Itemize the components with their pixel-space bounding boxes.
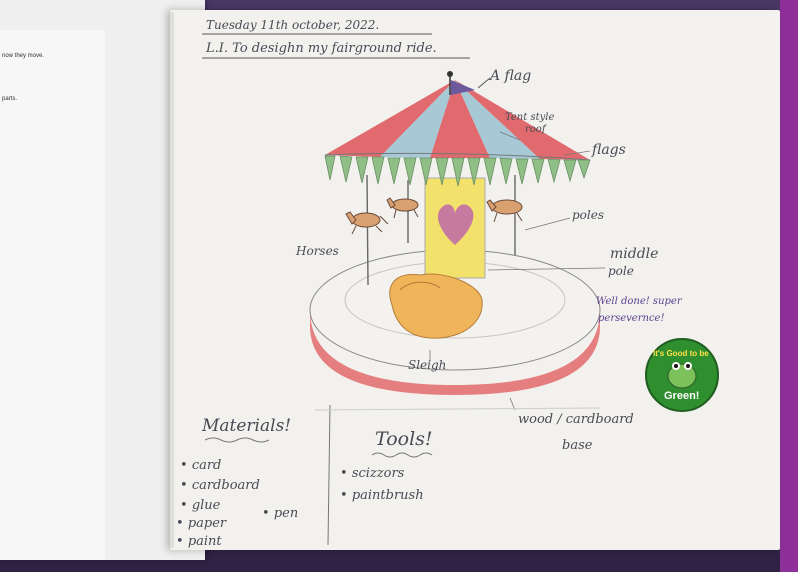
materials-heading: Materials! bbox=[202, 416, 291, 436]
materials-tools-divider bbox=[328, 405, 330, 545]
materials-item-1: • card bbox=[180, 458, 221, 473]
poles-label-line bbox=[525, 218, 570, 230]
label-base-2: base bbox=[562, 438, 592, 453]
materials-item-5: • paint bbox=[176, 534, 222, 549]
label-flags: flags bbox=[592, 142, 626, 158]
objective-text: L.I. To desighn my fairground ride. bbox=[206, 41, 437, 56]
materials-extra: • pen bbox=[262, 506, 298, 521]
bunting-flags bbox=[325, 156, 590, 186]
materials-item-2: • cardboard bbox=[180, 478, 260, 493]
label-pole: pole bbox=[608, 264, 634, 278]
label-middle: middle bbox=[610, 246, 658, 262]
tools-item-1: • scizzors bbox=[340, 466, 404, 481]
date-text: Tuesday 11th october, 2022. bbox=[206, 18, 379, 32]
flag-knob bbox=[447, 71, 453, 77]
tools-item-2: • paintbrush bbox=[340, 488, 424, 503]
flag-label-line bbox=[478, 78, 490, 88]
horse-right bbox=[487, 200, 522, 222]
materials-item-3: • glue bbox=[180, 498, 220, 513]
sticker-top-text: It's Good to be bbox=[653, 349, 709, 358]
label-base-1: wood / cardboard bbox=[518, 412, 634, 427]
tools-underline bbox=[372, 453, 432, 457]
frog-icon bbox=[668, 364, 696, 388]
materials-underline bbox=[205, 438, 269, 442]
label-horses: Horses bbox=[296, 244, 339, 258]
label-poles: poles bbox=[572, 208, 604, 222]
materials-item-4: • paper bbox=[176, 516, 226, 531]
tools-heading: Tools! bbox=[375, 428, 433, 450]
bottom-section-line bbox=[315, 408, 600, 410]
horse-middle bbox=[387, 198, 418, 218]
label-tent-roof-1: Tent style bbox=[505, 112, 554, 123]
label-sleigh: Sleigh bbox=[408, 358, 446, 372]
teacher-comment-1: Well done! super bbox=[596, 296, 682, 307]
sticker-bottom-text: Green! bbox=[664, 390, 699, 402]
teacher-comment-2: persevernce! bbox=[598, 313, 664, 324]
label-tent-roof-2: roof bbox=[525, 124, 546, 135]
label-flag: A flag bbox=[490, 68, 531, 84]
pole-left bbox=[367, 175, 368, 285]
